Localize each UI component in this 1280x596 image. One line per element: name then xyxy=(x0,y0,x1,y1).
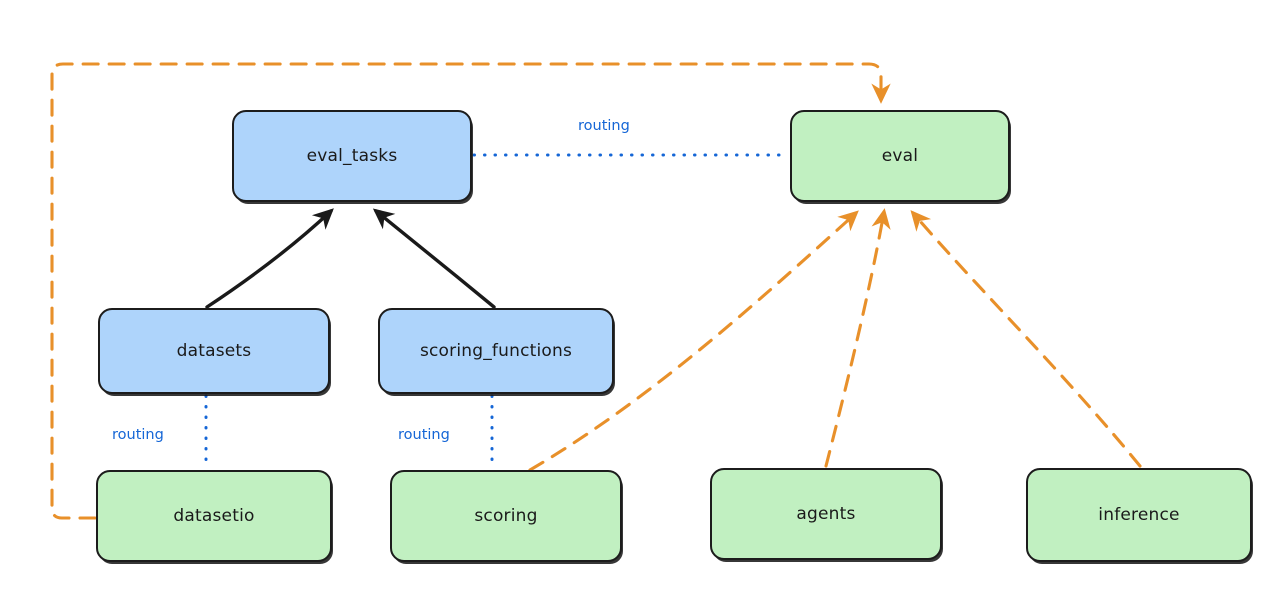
node-eval[interactable]: eval xyxy=(790,110,1010,202)
node-label-eval-tasks: eval_tasks xyxy=(306,146,398,166)
edge-inference-to-eval xyxy=(910,210,1142,468)
node-eval-tasks[interactable]: eval_tasks xyxy=(232,110,472,202)
edge-datasets-to-eval-tasks xyxy=(205,208,334,309)
node-agents[interactable]: agents xyxy=(710,468,942,560)
edge-label-routing-datasets: routing xyxy=(112,427,164,443)
edge-label-routing-scoring-functions: routing xyxy=(398,427,450,443)
node-label-scoring-functions: scoring_functions xyxy=(419,341,573,361)
node-label-agents: agents xyxy=(796,504,856,524)
node-label-inference: inference xyxy=(1098,505,1180,525)
edge-scoring-functions-to-eval-tasks xyxy=(372,208,496,309)
edge-label-routing-eval: routing xyxy=(578,118,630,134)
node-label-scoring: scoring xyxy=(474,506,538,526)
node-label-datasetio: datasetio xyxy=(173,506,255,526)
node-label-eval: eval xyxy=(881,146,919,166)
node-label-datasets: datasets xyxy=(176,341,252,361)
node-datasetio[interactable]: datasetio xyxy=(96,470,332,562)
node-datasets[interactable]: datasets xyxy=(98,308,330,394)
node-scoring-functions[interactable]: scoring_functions xyxy=(378,308,614,394)
edge-agents-to-eval xyxy=(824,208,891,468)
node-inference[interactable]: inference xyxy=(1026,468,1252,562)
node-scoring[interactable]: scoring xyxy=(390,470,622,562)
